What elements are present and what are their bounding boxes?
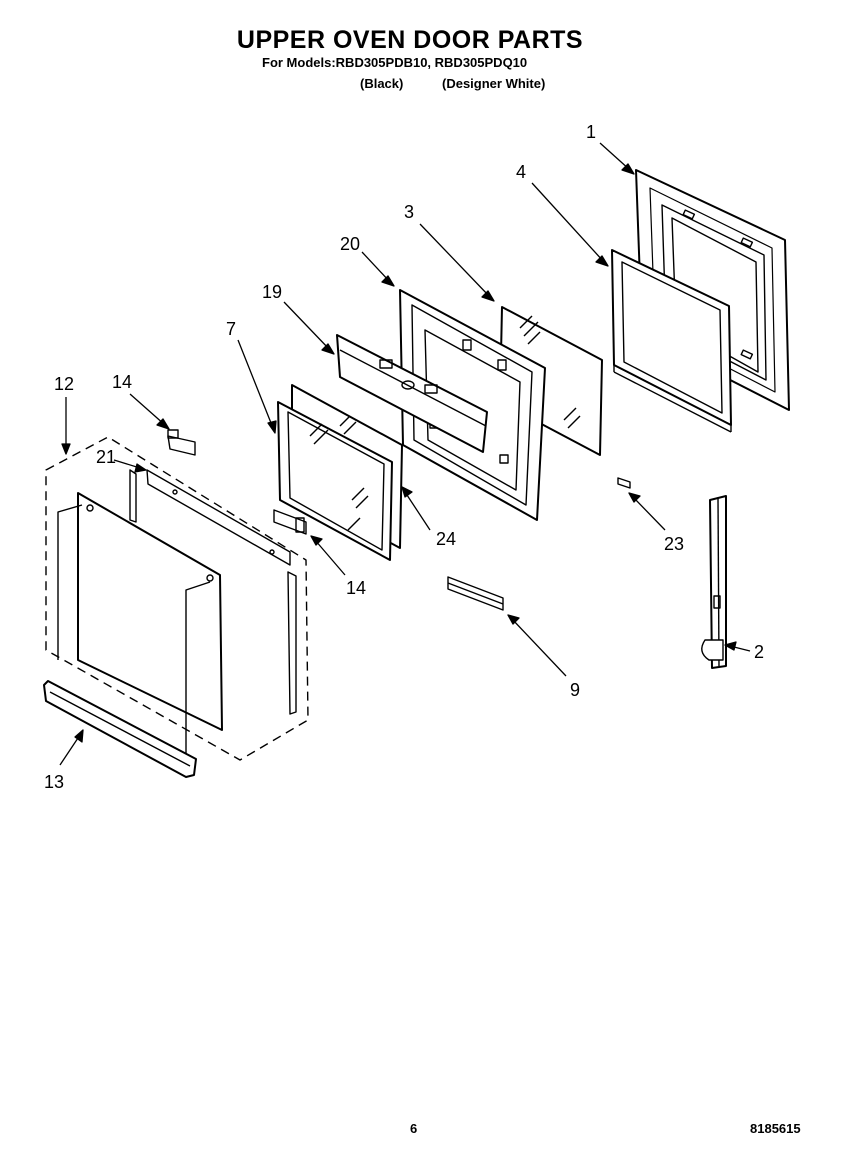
- part-7-outer-glass: [277, 401, 393, 561]
- page-number: 6: [410, 1121, 418, 1136]
- callout-2: 2: [754, 642, 764, 662]
- models-line: For Models:RBD305PDB10, RBD305PDQ10: [262, 55, 528, 70]
- part-14-lower-bracket: [273, 509, 307, 535]
- part-14-upper-bracket: [167, 429, 196, 456]
- callout-1: 1: [586, 122, 596, 142]
- callout-14-upper: 14: [112, 372, 132, 392]
- callout-19: 19: [262, 282, 282, 302]
- leader-lines: [59, 142, 751, 766]
- callout-9: 9: [570, 680, 580, 700]
- callout-23: 23: [664, 534, 684, 554]
- callout-14-lower: 14: [346, 578, 366, 598]
- document-number: 8185615: [750, 1121, 801, 1136]
- callout-labels: 1 2 3 4 7 9 12 13 14 14 19 20 21 23 24: [44, 122, 764, 792]
- part-23-clip: [617, 477, 631, 489]
- page-title: UPPER OVEN DOOR PARTS: [236, 26, 584, 54]
- part-2-hinge: [701, 495, 727, 669]
- part-9-trim-strip: [447, 576, 504, 611]
- variant-white-label: (Designer White): [442, 76, 546, 91]
- callout-13: 13: [44, 772, 64, 792]
- callout-21: 21: [96, 447, 116, 467]
- callout-12: 12: [54, 374, 74, 394]
- callout-7: 7: [226, 319, 236, 339]
- part-13-door-handle: [43, 680, 197, 778]
- variant-black-label: (Black): [360, 76, 404, 91]
- part-19-heat-shield: [336, 334, 488, 453]
- callout-4: 4: [516, 162, 526, 182]
- part-4-inner-door-frame: [611, 249, 732, 433]
- callout-24: 24: [436, 529, 456, 549]
- callout-3: 3: [404, 202, 414, 222]
- part-12-outer-door-assembly: [45, 436, 309, 761]
- callout-20: 20: [340, 234, 360, 254]
